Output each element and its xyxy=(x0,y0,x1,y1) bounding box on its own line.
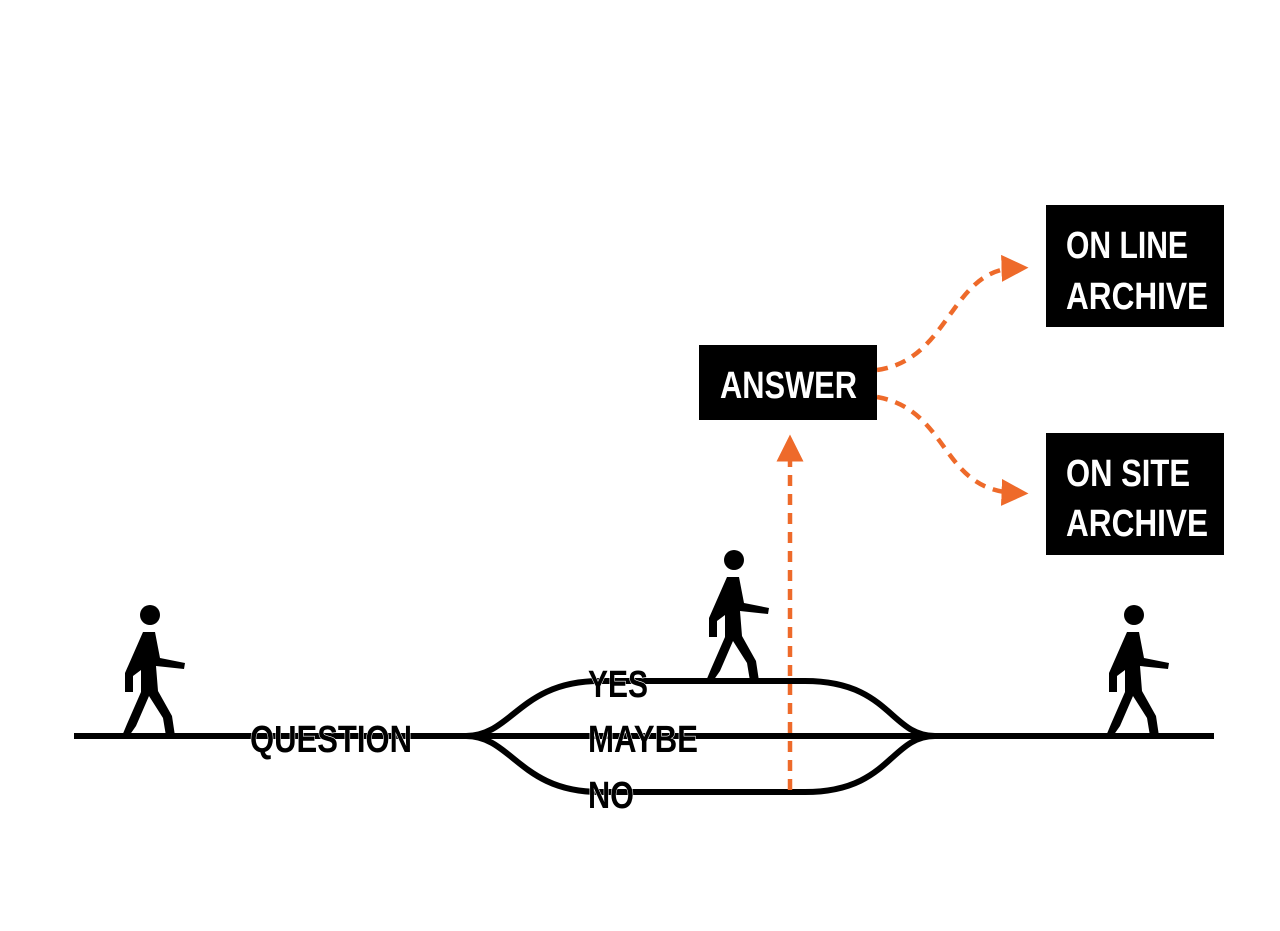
online-archive-box: ON LINE ARCHIVE xyxy=(1046,205,1224,327)
onsite-archive-box: ON SITE ARCHIVE xyxy=(1046,433,1224,555)
yes-label: YES xyxy=(588,664,648,706)
to-online-archive-arrow xyxy=(876,254,1029,373)
onsite-archive-label-line2: ARCHIVE xyxy=(1066,503,1208,545)
answer-box: ANSWER xyxy=(699,345,877,420)
answer-label: ANSWER xyxy=(720,365,857,407)
walking-person-icon xyxy=(1106,605,1169,736)
yes-branch-line xyxy=(465,678,936,739)
no-label: NO xyxy=(588,775,634,817)
maybe-label: MAYBE xyxy=(588,719,698,761)
online-archive-label-line1: ON LINE xyxy=(1066,225,1188,267)
walking-person-icon xyxy=(706,550,769,681)
no-branch-line xyxy=(465,733,936,795)
walking-person-icon xyxy=(122,605,185,736)
online-archive-label-line2: ARCHIVE xyxy=(1066,276,1208,318)
question-label: QUESTION xyxy=(250,719,412,761)
onsite-archive-label-line1: ON SITE xyxy=(1066,453,1190,495)
to-onsite-archive-arrow xyxy=(876,394,1029,506)
